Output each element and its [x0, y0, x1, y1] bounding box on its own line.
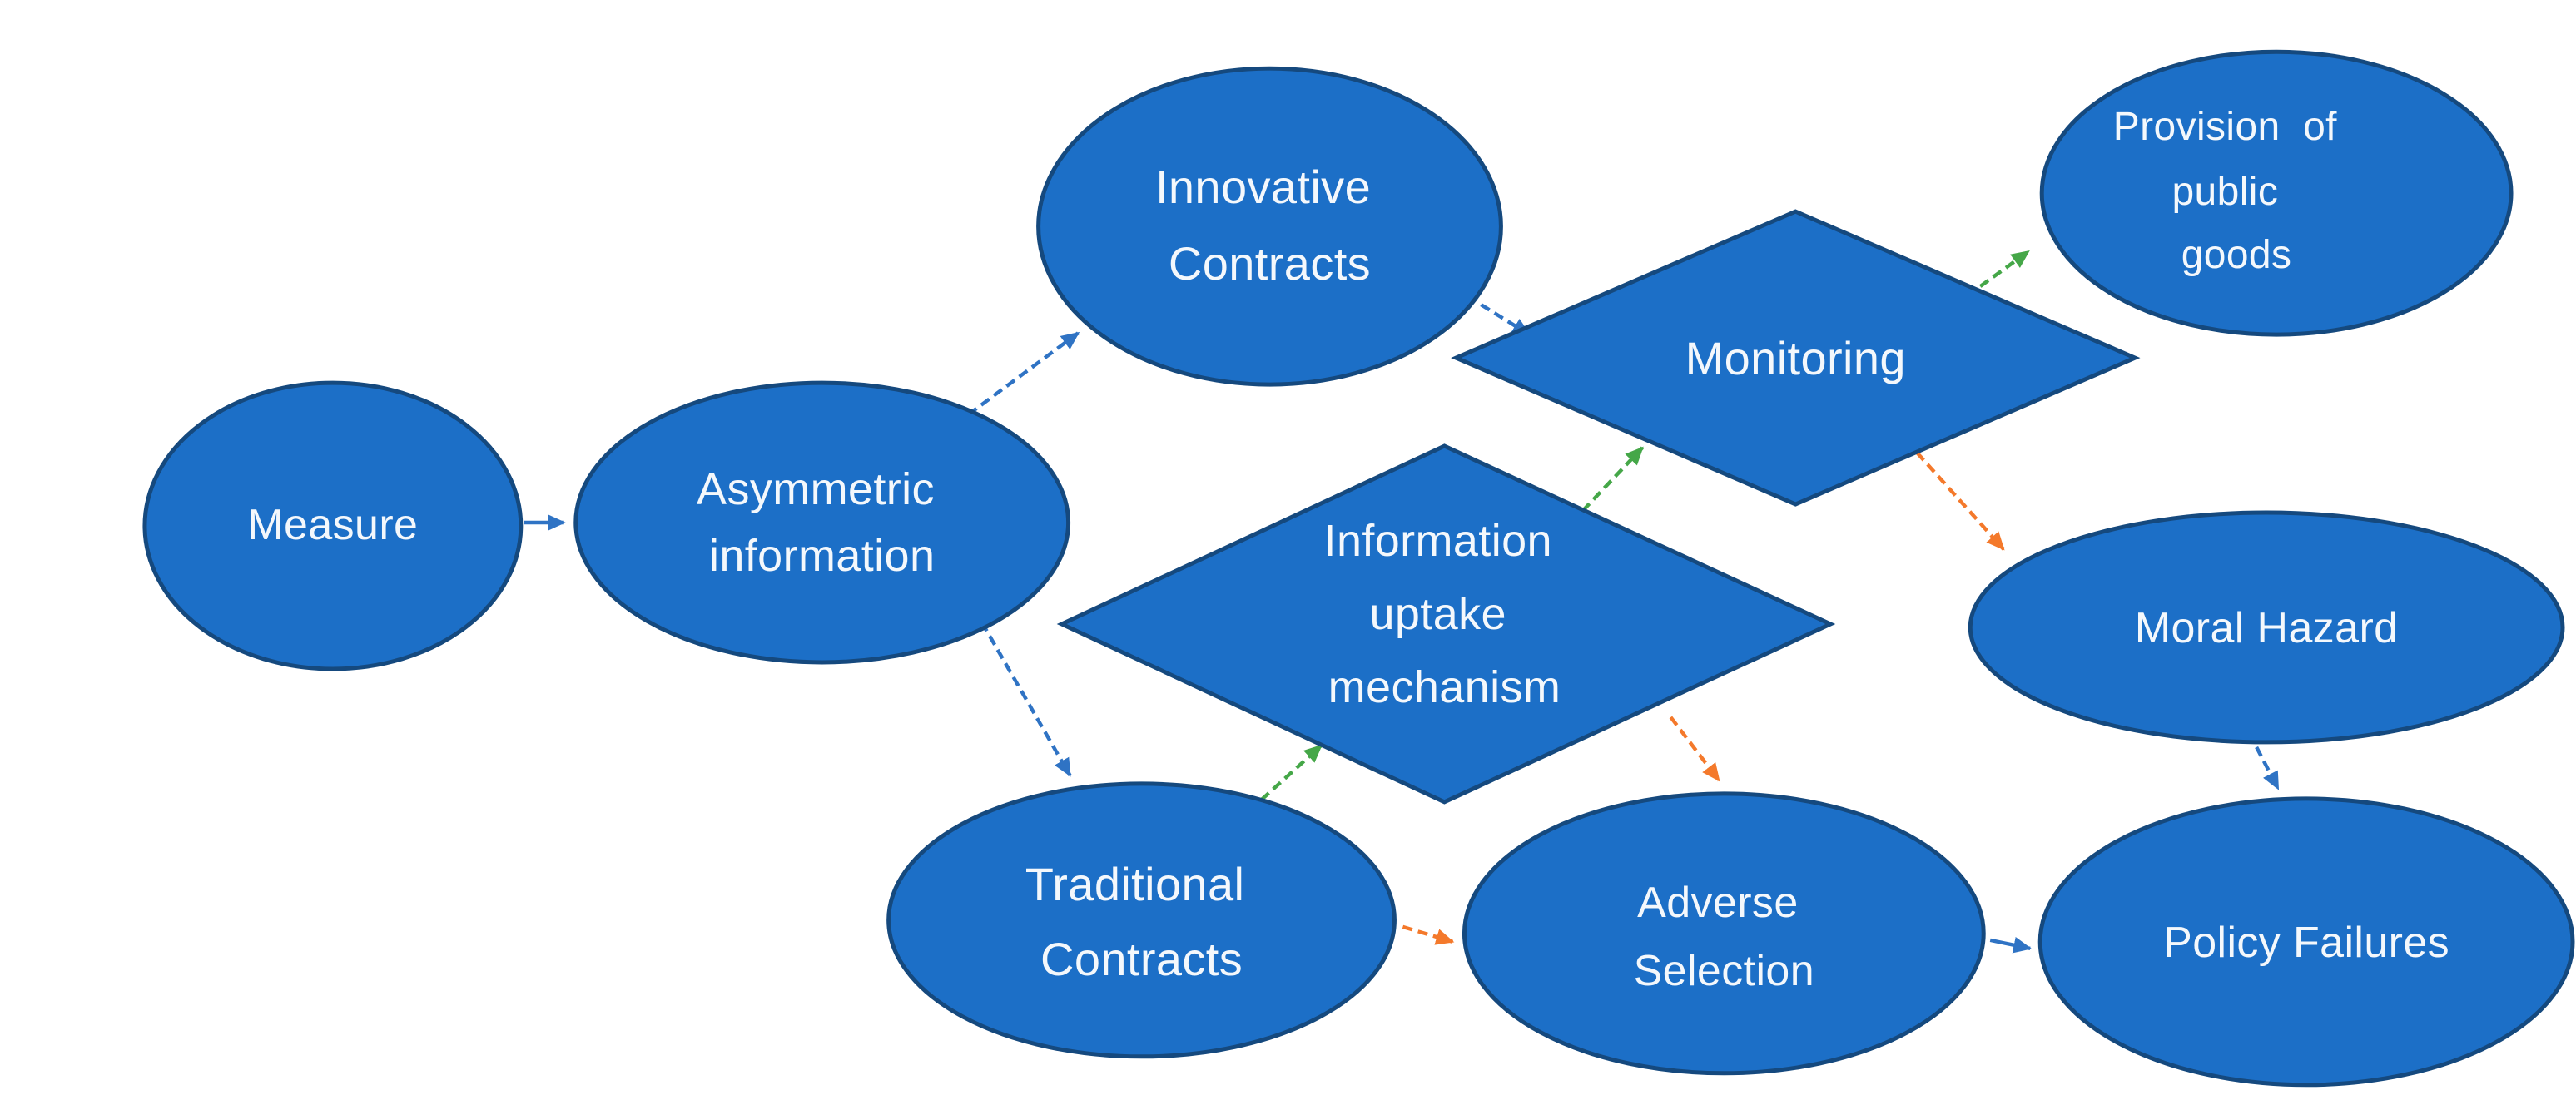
node-monitoring: Monitoring: [1451, 209, 2141, 507]
node-adverse-selection-shape: [1462, 791, 1986, 1076]
node-policy-failures-shape: [2037, 796, 2575, 1088]
node-moral-hazard-shape: [1968, 510, 2565, 745]
arrow-traditional-contracts-to-adverse-selection: [1402, 924, 1455, 945]
arrow-information-uptake-mechanism-to-monitoring: [1581, 446, 1644, 513]
node-adverse-selection-label: Adverse Selection: [1634, 879, 1814, 995]
node-measure: Measure: [142, 380, 524, 671]
node-innovative-contracts-line2: Contracts: [1169, 237, 1371, 290]
node-information-uptake-mechanism-label: Information uptake mechanism: [1324, 516, 1566, 712]
node-policy-failures-label: Policy Failures: [2163, 919, 2449, 967]
node-provision-public-goods: Provision of public goods: [0, 0, 2514, 337]
node-measure-label: Measure: [247, 501, 418, 549]
node-provision-public-goods-shape: [2039, 49, 2514, 337]
node-innovative-contracts: Innovative Contracts: [1036, 66, 1503, 387]
node-moral-hazard-line1: Moral Hazard: [2135, 604, 2399, 652]
node-provision-public-goods-line1: Provision of: [2113, 105, 2337, 149]
node-policy-failures: Policy Failures: [2037, 796, 2575, 1088]
node-information-uptake-mechanism-line1: Information: [1324, 516, 1552, 566]
arrow-asymmetric-information-to-innovative-contracts: [967, 331, 1080, 416]
arrow-adverse-selection-to-policy-failures: [1989, 936, 2033, 954]
node-asymmetric-information-line2: information: [709, 531, 935, 581]
arrow-monitoring-to-provision-of-public-goods: [1978, 250, 2030, 288]
node-moral-hazard: Moral Hazard: [1968, 510, 2565, 745]
arrow-information-uptake-mechanism-to-adverse-selection: [1669, 716, 1721, 782]
node-information-uptake-mechanism-line2: uptake: [1370, 589, 1506, 639]
arrow-moral-hazard-to-policy-failures: [2255, 746, 2281, 790]
node-traditional-contracts: Traditional Contracts: [886, 781, 1397, 1059]
arrow-asymmetric-information-to-traditional-contracts: [980, 621, 1072, 777]
node-adverse-selection-line2: Selection: [1634, 947, 1814, 995]
node-traditional-contracts-label: Traditional Contracts: [1025, 858, 1258, 985]
node-asymmetric-information-line1: Asymmetric: [697, 464, 935, 514]
node-adverse-selection-line1: Adverse: [1637, 879, 1798, 927]
node-innovative-contracts-line1: Innovative: [1155, 161, 1371, 213]
node-monitoring-line1: Monitoring: [1685, 332, 1906, 384]
node-information-uptake-mechanism: Information uptake mechanism: [1056, 443, 1836, 805]
node-measure-line1: Measure: [247, 501, 418, 549]
node-adverse-selection: Adverse Selection: [1462, 791, 1986, 1076]
arrow-monitoring-to-moral-hazard: [1915, 451, 2005, 551]
node-moral-hazard-label: Moral Hazard: [2135, 604, 2399, 652]
node-monitoring-shape: [1451, 209, 2141, 507]
node-monitoring-label: Monitoring: [1685, 332, 1906, 384]
node-provision-public-goods-label: Provision of public goods: [0, 0, 2440, 277]
arrow-innovative-contracts-to-monitoring: [1480, 303, 1531, 336]
node-innovative-contracts-label: Innovative Contracts: [1155, 161, 1384, 290]
node-innovative-contracts-shape: [1036, 66, 1503, 387]
node-traditional-contracts-line2: Contracts: [1040, 933, 1243, 985]
node-measure-shape: [142, 380, 524, 671]
node-information-uptake-mechanism-shape: [1056, 443, 1836, 805]
node-provision-public-goods-line3: goods: [2181, 233, 2292, 277]
node-asymmetric-information: Asymmetric information: [573, 380, 1071, 665]
node-provision-public-goods-line2: public: [2171, 170, 2278, 214]
node-asymmetric-information-label: Asymmetric information: [697, 464, 947, 581]
edges-layer: [524, 250, 2281, 954]
node-asymmetric-information-shape: [573, 380, 1071, 665]
node-information-uptake-mechanism-line3: mechanism: [1328, 662, 1561, 712]
node-policy-failures-line1: Policy Failures: [2163, 919, 2449, 967]
node-traditional-contracts-shape: [886, 781, 1397, 1059]
node-traditional-contracts-line1: Traditional: [1025, 858, 1245, 910]
